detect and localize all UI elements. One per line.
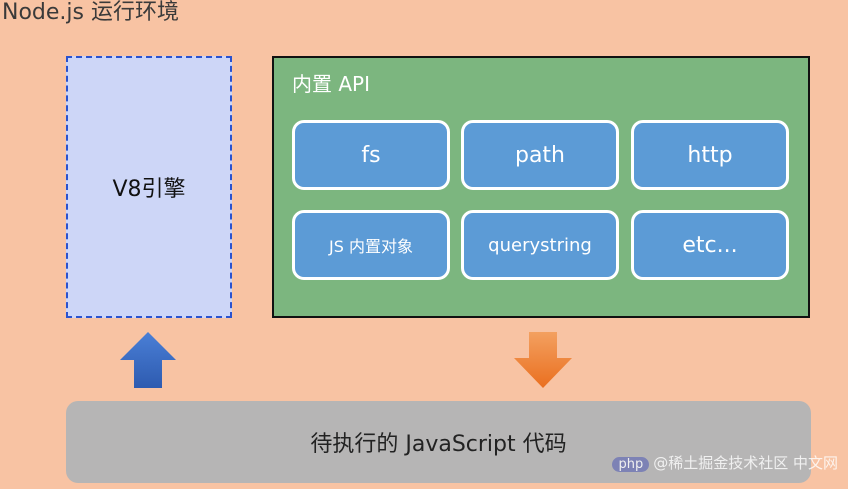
builtin-api-box: 内置 API fs path http JS 内置对象 querystring … — [272, 56, 810, 318]
watermark-text: @稀土掘金技术社区 中文网 — [653, 454, 838, 472]
module-querystring-label: querystring — [488, 234, 592, 256]
arrow-down-icon — [514, 332, 572, 388]
builtin-api-title: 内置 API — [292, 72, 370, 96]
module-path-label: path — [514, 142, 565, 168]
diagram-title: Node.js 运行环境 — [2, 0, 179, 25]
watermark: php@稀土掘金技术社区 中文网 — [612, 452, 838, 473]
v8-engine-box: V8引擎 — [66, 56, 232, 318]
code-to-execute-label: 待执行的 JavaScript 代码 — [310, 432, 567, 457]
module-etc: etc... — [631, 210, 789, 280]
module-http-label: http — [687, 142, 733, 168]
module-http: http — [631, 120, 789, 190]
module-fs: fs — [292, 120, 450, 190]
module-fs-label: fs — [361, 142, 381, 168]
v8-engine-label: V8引擎 — [112, 177, 186, 202]
module-querystring: querystring — [461, 210, 619, 280]
module-etc-label: etc... — [682, 232, 738, 258]
module-js-builtin-objects-label: JS 内置对象 — [329, 237, 413, 256]
module-js-builtin-objects: JS 内置对象 — [292, 210, 450, 280]
arrow-up-icon — [120, 332, 176, 388]
watermark-logo: php — [612, 457, 650, 472]
code-to-execute-bar: 待执行的 JavaScript 代码 — [66, 401, 811, 483]
module-path: path — [461, 120, 619, 190]
